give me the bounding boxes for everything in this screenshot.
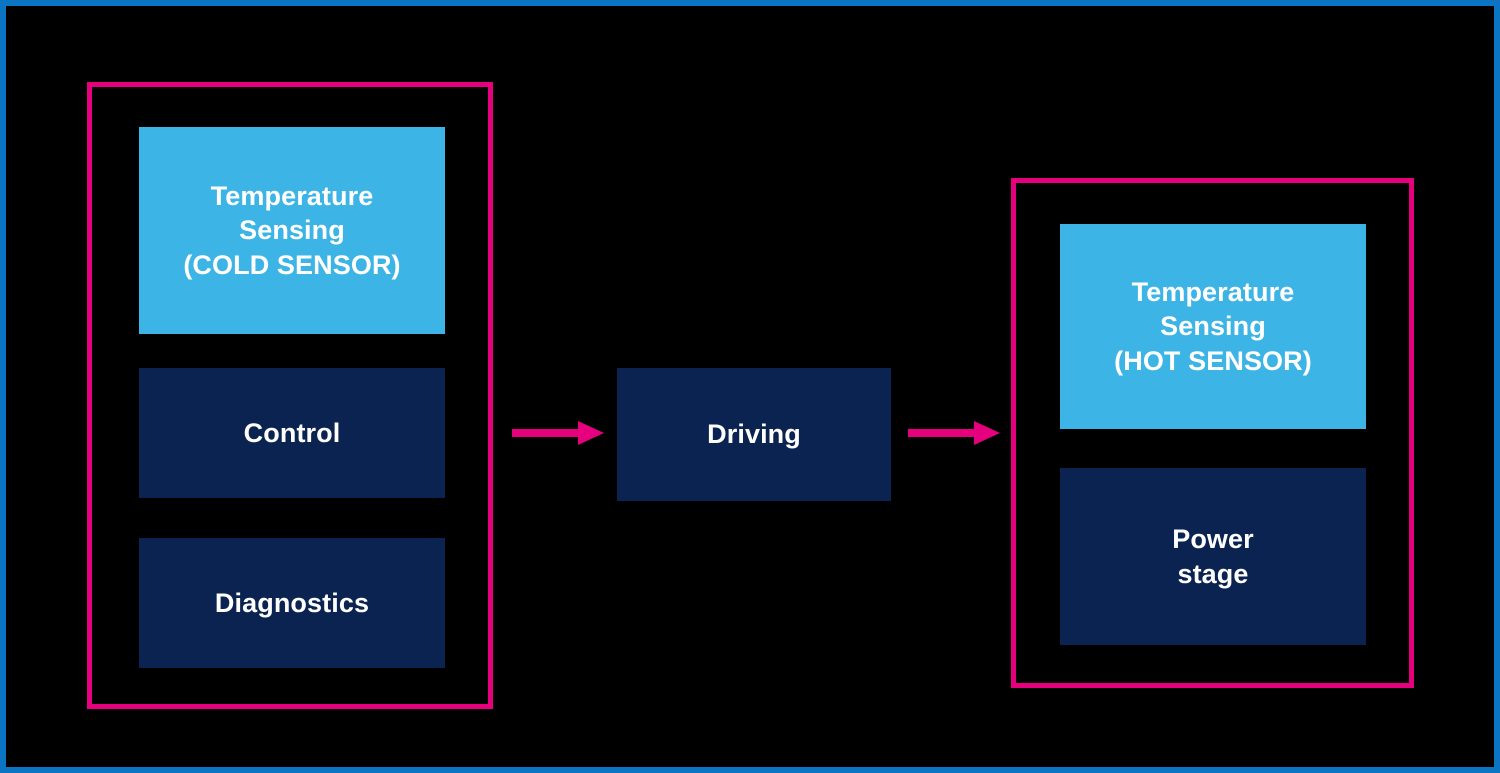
arrow-right-icon-cold-to-driving [512,415,604,451]
block-control: Control [139,368,445,498]
block-temperature-sensing-cold: Temperature Sensing (COLD SENSOR) [139,127,445,334]
group-frame-cold-side [87,82,493,709]
block-power-stage: Power stage [1060,468,1366,645]
block-driving: Driving [617,368,891,501]
arrow-right-icon-driving-to-hot [908,415,1000,451]
group-frame-hot-side [1011,178,1414,688]
block-temperature-sensing-hot: Temperature Sensing (HOT SENSOR) [1060,224,1366,429]
block-diagnostics: Diagnostics [139,538,445,668]
